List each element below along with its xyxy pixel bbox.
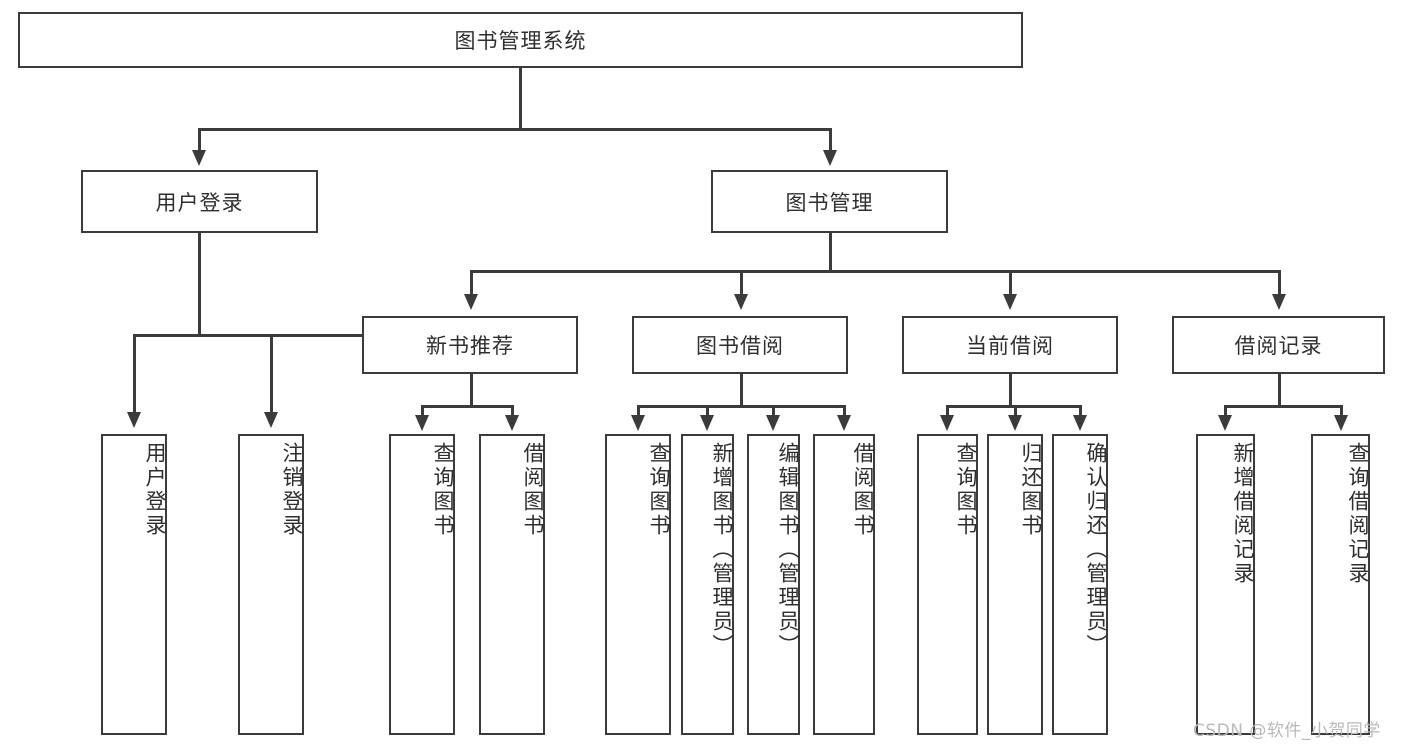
edge-root-stem xyxy=(519,68,522,130)
arrowhead-root-to-book-management xyxy=(823,150,837,166)
edge-user-login-bus xyxy=(133,334,372,337)
leaf-book-borrow-edit-admin[interactable]: 编辑图书（管理员） xyxy=(747,434,800,735)
node-borrow-record[interactable]: 借阅记录 xyxy=(1172,316,1385,374)
arrowhead-bb-to-leaf-1 xyxy=(631,415,645,431)
node-label: 用户登录 xyxy=(143,442,167,538)
edge-bb-to-leaf-2 xyxy=(706,405,709,417)
node-root-book-management-system[interactable]: 图书管理系统 xyxy=(18,12,1023,68)
edge-user-login-stem xyxy=(198,233,201,336)
leaf-book-borrow-add-admin[interactable]: 新增图书（管理员） xyxy=(681,434,734,735)
node-label: 查询借阅记录 xyxy=(1346,442,1370,586)
node-label: 编辑图书（管理员） xyxy=(776,442,800,658)
arrowhead-user-login-to-leaf-2 xyxy=(264,412,278,428)
node-current-borrow[interactable]: 当前借阅 xyxy=(902,316,1118,374)
edge-bb-to-leaf-3 xyxy=(772,405,775,417)
edge-to-new-book-recommend xyxy=(470,270,473,296)
edge-to-borrow-record xyxy=(1278,270,1281,296)
arrowhead-cb-to-leaf-3 xyxy=(1073,415,1087,431)
node-label: 借阅记录 xyxy=(1234,334,1323,358)
edge-current-borrow-bus xyxy=(946,405,1081,408)
node-label: 图书借阅 xyxy=(696,334,784,358)
edge-nbr-to-leaf-1 xyxy=(421,405,424,417)
arrowhead-nbr-to-leaf-1 xyxy=(415,415,429,431)
node-label: 图书管理系统 xyxy=(454,29,587,53)
node-label: 新增图书（管理员） xyxy=(710,442,734,658)
leaf-current-borrow-query[interactable]: 查询图书 xyxy=(917,434,978,735)
arrowhead-bb-to-leaf-4 xyxy=(837,415,851,431)
edge-root-bus xyxy=(198,128,831,131)
node-label: 用户登录 xyxy=(155,190,244,215)
node-label: 查询图书 xyxy=(647,442,671,538)
edge-bb-to-leaf-1 xyxy=(637,405,640,417)
node-label: 借阅图书 xyxy=(521,442,545,538)
node-label: 当前借阅 xyxy=(966,334,1054,358)
arrowhead-nbr-to-leaf-2 xyxy=(505,415,519,431)
leaf-borrow-record-add[interactable]: 新增借阅记录 xyxy=(1196,434,1255,735)
edge-nbr-to-leaf-2 xyxy=(511,405,514,417)
node-label: 新增借阅记录 xyxy=(1231,442,1255,586)
csdn-watermark: CSDN @软件_小贺同学 xyxy=(1193,721,1381,741)
edge-book-borrow-stem xyxy=(740,374,743,407)
node-book-borrow[interactable]: 图书借阅 xyxy=(632,316,848,374)
leaf-user-login-logout[interactable]: 注销登录 xyxy=(238,434,304,735)
edge-root-to-user-login xyxy=(198,128,201,152)
leaf-new-book-query[interactable]: 查询图书 xyxy=(389,434,455,735)
arrowhead-user-login-to-leaf-1 xyxy=(127,412,141,428)
arrowhead-bb-to-leaf-3 xyxy=(766,415,780,431)
edge-root-to-book-management xyxy=(829,128,832,152)
arrowhead-br-to-leaf-2 xyxy=(1334,415,1348,431)
edge-user-login-to-leaf-1 xyxy=(133,334,136,414)
node-label: 确认归还（管理员） xyxy=(1084,442,1108,658)
edge-cb-to-leaf-2 xyxy=(1014,405,1017,417)
node-label: 归还图书 xyxy=(1019,442,1043,538)
edge-cb-to-leaf-3 xyxy=(1079,405,1082,417)
edge-new-book-recommend-stem xyxy=(470,374,473,407)
node-label: 图书管理 xyxy=(785,190,874,215)
leaf-book-borrow-borrow[interactable]: 借阅图书 xyxy=(813,434,875,735)
node-label: 查询图书 xyxy=(431,442,455,538)
arrowhead-cb-to-leaf-1 xyxy=(940,415,954,431)
leaf-user-login-login[interactable]: 用户登录 xyxy=(101,434,167,735)
node-label: 新书推荐 xyxy=(426,334,514,358)
edge-br-to-leaf-1 xyxy=(1224,405,1227,417)
edge-borrow-record-bus xyxy=(1224,405,1342,408)
arrowhead-to-new-book-recommend xyxy=(464,294,478,310)
arrowhead-br-to-leaf-1 xyxy=(1218,415,1232,431)
edge-level3-bus xyxy=(470,270,1279,273)
node-book-management[interactable]: 图书管理 xyxy=(711,170,948,233)
leaf-current-borrow-return[interactable]: 归还图书 xyxy=(987,434,1043,735)
node-label: 注销登录 xyxy=(280,442,304,538)
node-new-book-recommend[interactable]: 新书推荐 xyxy=(362,316,578,374)
arrowhead-to-book-borrow xyxy=(734,294,748,310)
edge-bb-to-leaf-4 xyxy=(843,405,846,417)
arrowhead-to-current-borrow xyxy=(1003,294,1017,310)
leaf-book-borrow-query[interactable]: 查询图书 xyxy=(605,434,671,735)
edge-cb-to-leaf-1 xyxy=(946,405,949,417)
edge-br-to-leaf-2 xyxy=(1340,405,1343,417)
edge-to-book-borrow xyxy=(740,270,743,296)
arrowhead-bb-to-leaf-2 xyxy=(700,415,714,431)
arrowhead-to-borrow-record xyxy=(1272,294,1286,310)
node-label: 借阅图书 xyxy=(851,442,875,538)
edge-book-management-stem xyxy=(829,233,832,272)
edge-user-login-to-leaf-2 xyxy=(270,334,273,414)
edge-new-book-recommend-bus xyxy=(421,405,513,408)
leaf-new-book-borrow[interactable]: 借阅图书 xyxy=(479,434,545,735)
edge-to-current-borrow xyxy=(1009,270,1012,296)
edge-book-borrow-bus xyxy=(637,405,845,408)
edge-current-borrow-stem xyxy=(1009,374,1012,407)
arrowhead-root-to-user-login xyxy=(192,150,206,166)
leaf-borrow-record-query[interactable]: 查询借阅记录 xyxy=(1311,434,1370,735)
leaf-current-borrow-confirm-admin[interactable]: 确认归还（管理员） xyxy=(1052,434,1108,735)
edge-borrow-record-stem xyxy=(1278,374,1281,407)
node-user-login[interactable]: 用户登录 xyxy=(81,170,318,233)
node-label: 查询图书 xyxy=(954,442,978,538)
arrowhead-cb-to-leaf-2 xyxy=(1008,415,1022,431)
